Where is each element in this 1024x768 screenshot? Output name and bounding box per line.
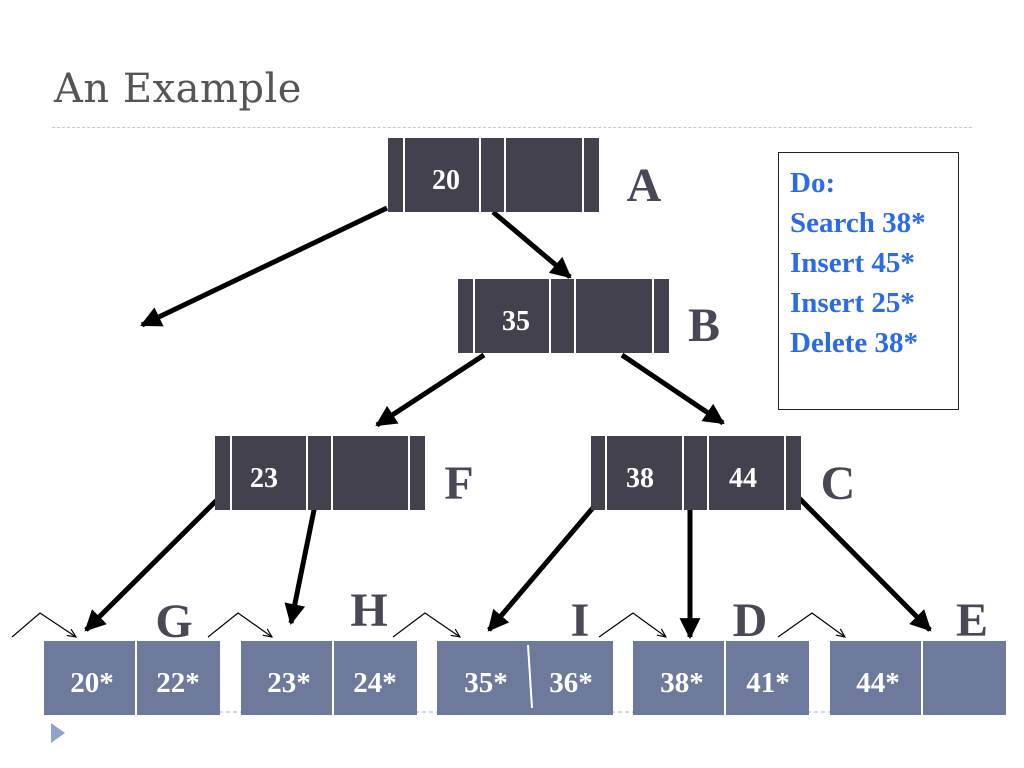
leaf-node-e: 44* [830, 641, 1006, 715]
inner-node-c: 38 44 [591, 436, 801, 510]
leaf-node-g: 20* 22* [44, 641, 220, 715]
inner-node-f-key-1: 23 [250, 463, 278, 494]
sibling-link-id [598, 612, 666, 637]
leaf-g-key-2: 22* [156, 667, 200, 699]
leaf-i-key-2: 36* [549, 667, 593, 699]
leaf-h-key-2: 24* [353, 667, 397, 699]
pointer-b-to-c [620, 352, 725, 426]
leaf-i-key-1: 35* [464, 667, 508, 699]
leaf-d-key-1: 38* [660, 667, 704, 699]
inner-node-f-box [215, 436, 425, 510]
slide-title: An Example [54, 66, 302, 112]
child-pointers [84, 205, 932, 640]
operations-box: Do: Search 38* Insert 45* Insert 25* Del… [778, 152, 959, 410]
pointer-c-to-i [487, 501, 599, 632]
sibling-link-de [777, 612, 845, 637]
operation-insert-45: Insert 45* [790, 247, 915, 279]
operation-delete-38: Delete 38* [790, 327, 919, 359]
leaf-label-i: I [571, 594, 590, 647]
leaf-label-e: E [956, 594, 988, 647]
bullet-triangle-icon [51, 723, 65, 743]
sibling-link-g [11, 612, 76, 637]
leaf-node-i: 35* 36* [437, 641, 613, 715]
pointer-a-to-b [491, 210, 572, 279]
leaf-h-key-1: 23* [267, 667, 311, 699]
operation-insert-25: Insert 25* [790, 287, 915, 319]
pointer-a-left [140, 205, 389, 328]
node-label-c: C [821, 457, 856, 510]
node-label-f: F [444, 457, 473, 510]
operation-search-38: Search 38* [790, 207, 926, 239]
sibling-link-hi [392, 612, 460, 637]
inner-node-b: 35 [458, 279, 669, 353]
operations-heading: Do: [790, 167, 836, 199]
leaf-g-key-1: 20* [70, 667, 114, 699]
node-label-a: A [627, 159, 662, 212]
pointer-c-to-e [794, 493, 932, 632]
inner-node-c-key-1: 38 [626, 463, 654, 494]
pointer-f-to-h [284, 504, 318, 626]
inner-node-f: 23 [215, 436, 425, 510]
inner-node-a-box [388, 138, 599, 212]
leaf-sibling-links [11, 612, 845, 637]
leaf-node-d: 38* 41* [633, 641, 809, 715]
node-label-b: B [688, 299, 720, 352]
pointer-f-to-g [84, 495, 222, 632]
inner-node-a-key-1: 20 [432, 165, 460, 196]
title-divider [52, 127, 972, 128]
leaf-node-h: 23* 24* [241, 641, 417, 715]
leaf-label-h: H [350, 584, 387, 637]
leaf-label-d: D [733, 594, 768, 647]
inner-node-b-box [458, 279, 669, 353]
sibling-link-gh [207, 612, 272, 637]
pointer-b-to-f [375, 352, 486, 428]
inner-node-c-key-2: 44 [729, 463, 757, 494]
leaf-d-key-2: 41* [746, 667, 790, 699]
inner-node-c-box [591, 436, 801, 510]
inner-node-a: 20 [388, 138, 599, 212]
inner-node-b-key-1: 35 [502, 306, 530, 337]
leaf-e-key-1: 44* [856, 667, 900, 699]
leaf-label-g: G [155, 595, 192, 648]
